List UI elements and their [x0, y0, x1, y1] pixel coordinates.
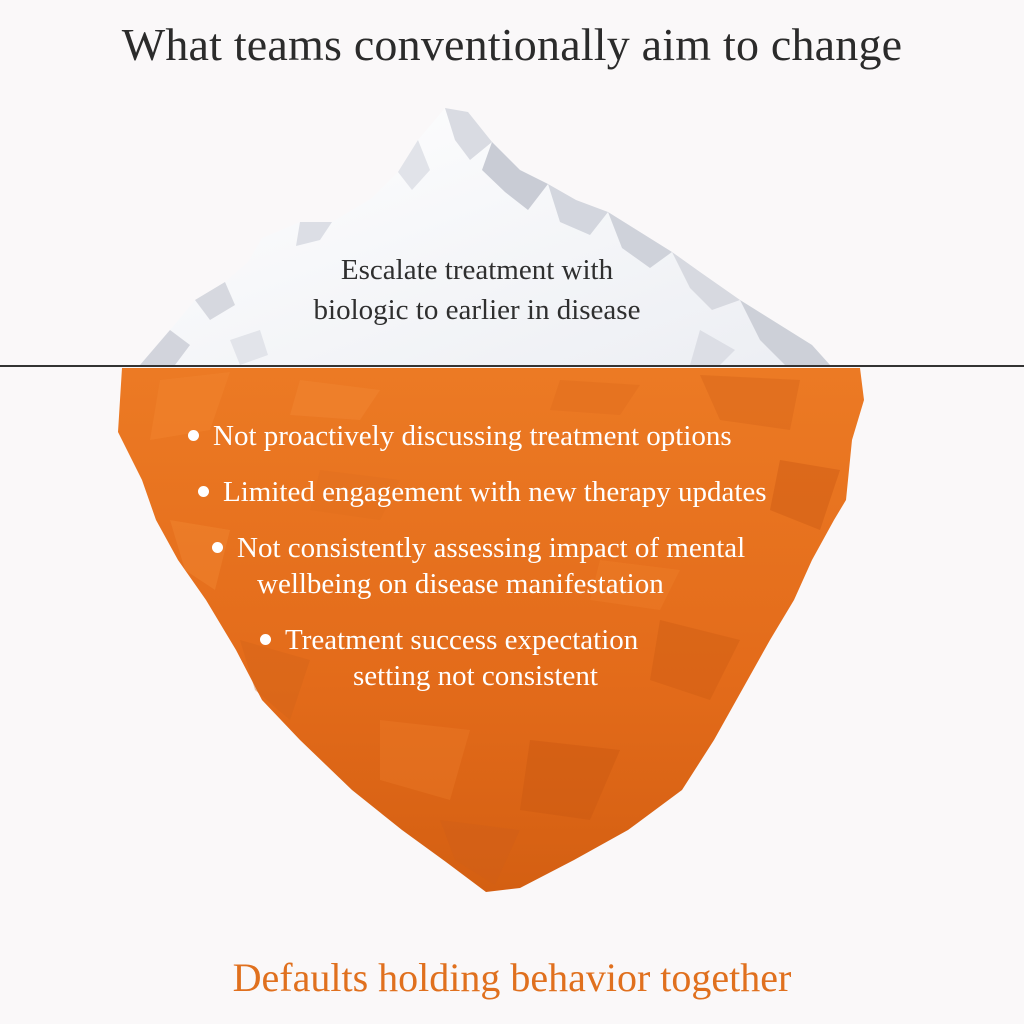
list-item: Treatment success expectation setting no…	[260, 622, 638, 694]
tip-line-1: Escalate treatment with	[340, 254, 614, 286]
page-title: What teams conventionally aim to change	[121, 19, 903, 70]
list-item-text-continued: setting not consistent	[353, 660, 598, 692]
list-item: Not consistently assessing impact of men…	[212, 530, 745, 602]
bullet-icon	[260, 633, 271, 645]
iceberg-underwater	[118, 368, 864, 892]
iceberg-tip	[140, 108, 830, 365]
footer-caption: Defaults holding behavior together	[232, 955, 792, 1000]
bullet-icon	[188, 429, 199, 441]
iceberg-tip-label: Escalate treatment with biologic to earl…	[262, 250, 692, 330]
list-item-text: Treatment success expectation	[285, 624, 639, 656]
list-item-text: Not proactively discussing treatment opt…	[213, 420, 732, 452]
list-item-text: Not consistently assessing impact of men…	[237, 532, 746, 564]
list-item-text: Limited engagement with new therapy upda…	[223, 476, 767, 508]
list-item: Limited engagement with new therapy upda…	[198, 474, 767, 510]
list-item-text-continued: wellbeing on disease manifestation	[257, 568, 664, 600]
list-item: Not proactively discussing treatment opt…	[188, 418, 732, 454]
bullet-icon	[198, 485, 209, 497]
tip-line-2: biologic to earlier in disease	[313, 294, 641, 326]
bullet-icon	[212, 541, 223, 553]
